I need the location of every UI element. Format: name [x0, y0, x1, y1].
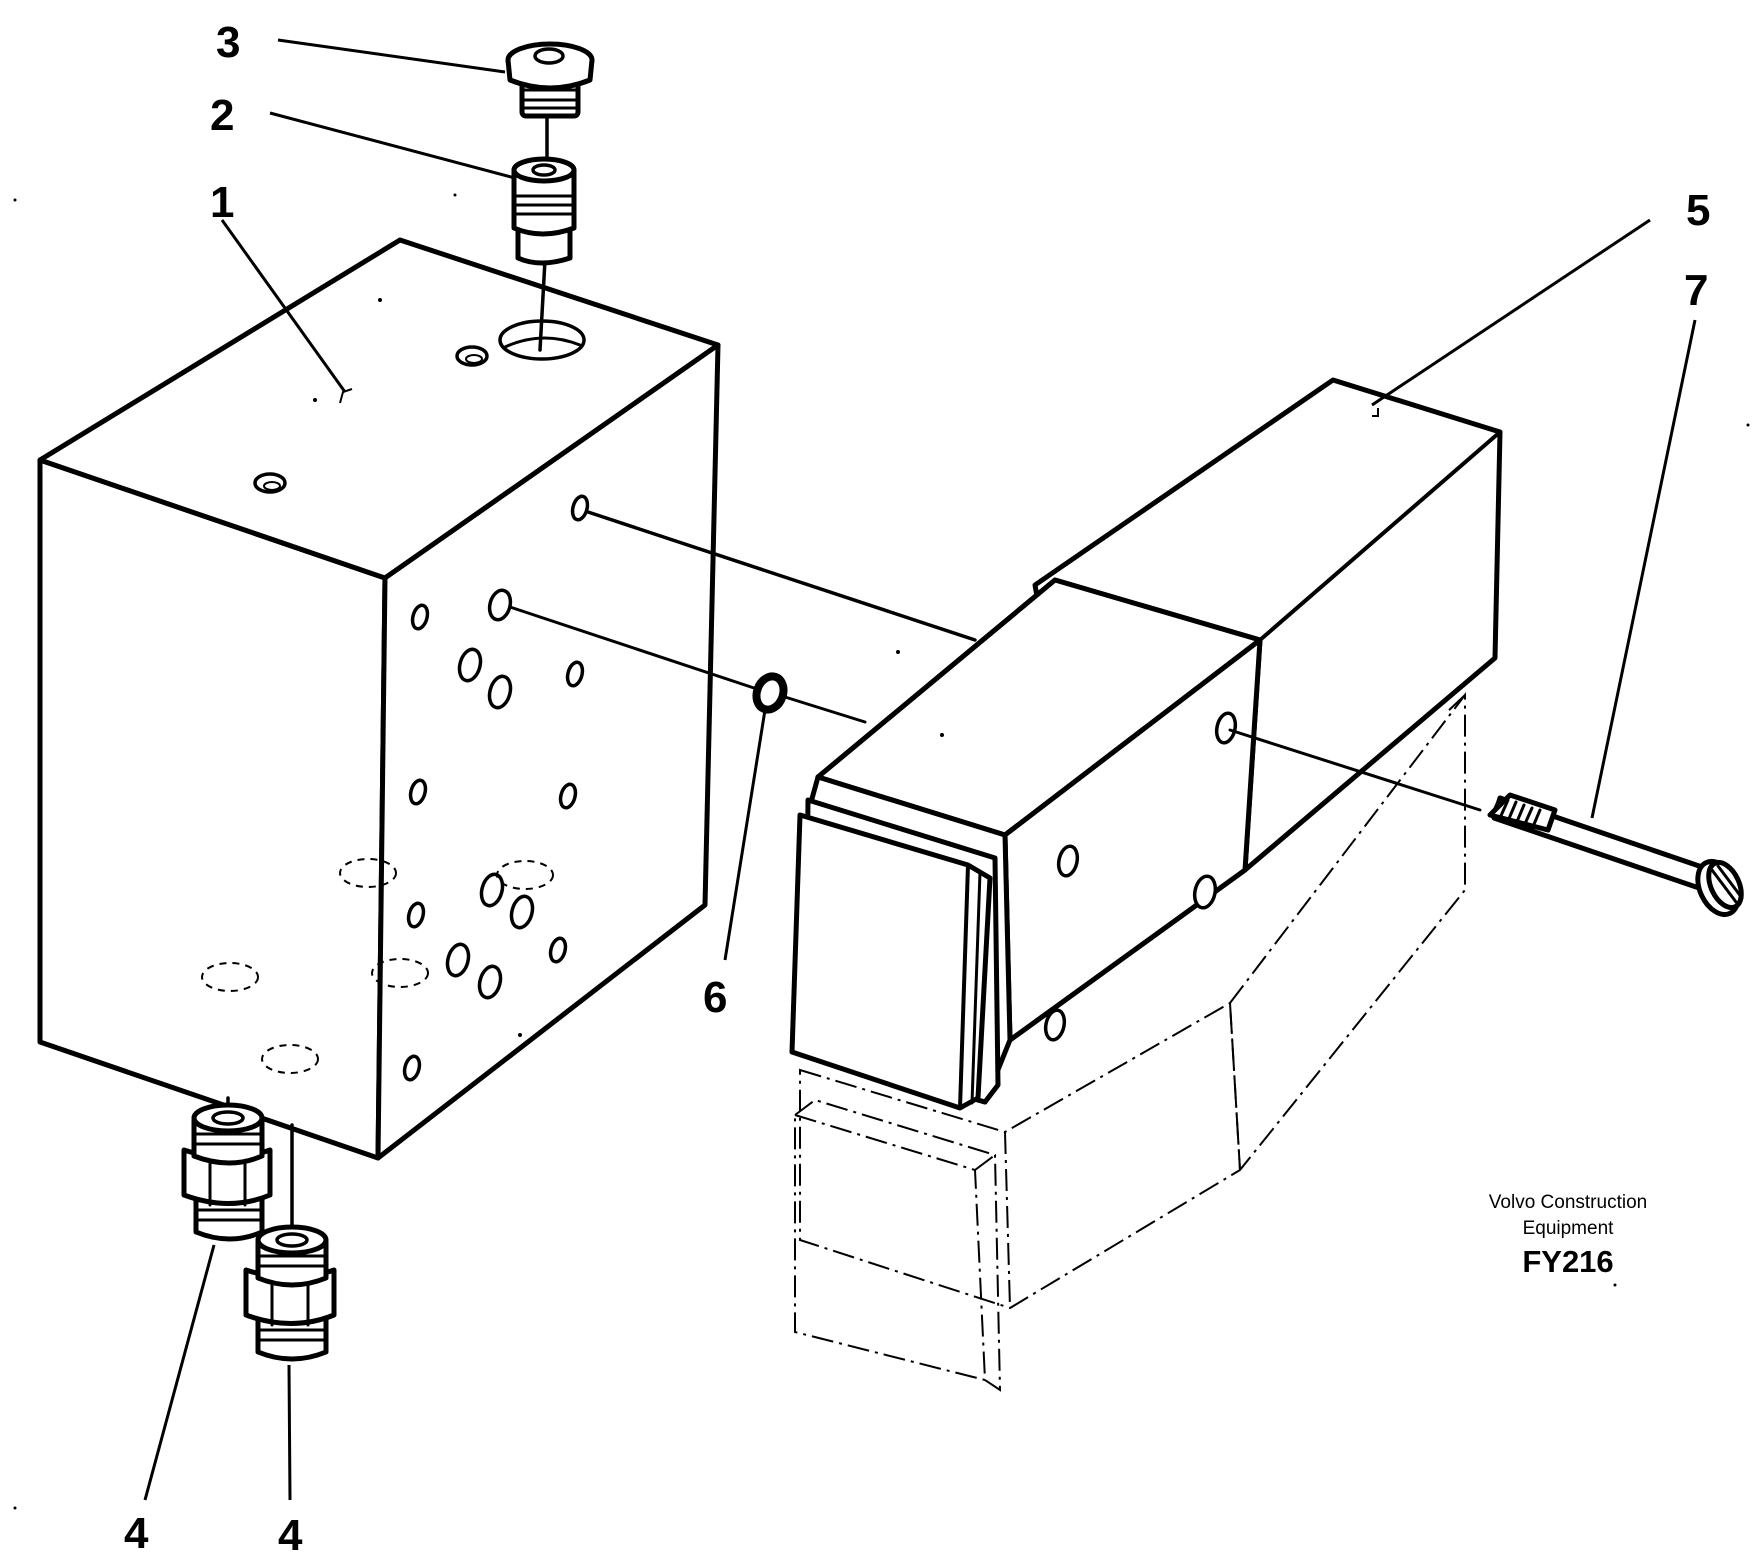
leader-lines	[143, 38, 1697, 1501]
o-ring	[752, 672, 788, 714]
caption-brand-line1: Volvo Construction	[1489, 1192, 1647, 1213]
plug	[505, 41, 595, 119]
callout-1: 1	[210, 178, 234, 227]
solenoid-valve	[789, 377, 1503, 1111]
callout-5: 5	[1686, 186, 1710, 235]
screw	[1487, 792, 1744, 917]
caption: Volvo Construction Equipment FY216	[1489, 1192, 1647, 1279]
caption-figure-code: FY216	[1522, 1244, 1613, 1279]
fitting-left	[181, 1102, 273, 1242]
callouts: 3 2 1 5 7 6 4 4	[124, 18, 1710, 1558]
valve-block	[37, 237, 721, 1161]
caption-brand-line2: Equipment	[1523, 1218, 1615, 1239]
cartridge	[511, 156, 577, 266]
callout-6: 6	[703, 973, 727, 1022]
callout-4-right: 4	[278, 1511, 303, 1558]
callout-2: 2	[210, 91, 234, 140]
fitting-right	[243, 1224, 337, 1362]
phantom-second-solenoid	[794, 692, 1466, 1392]
callout-7: 7	[1684, 266, 1708, 315]
scan-specks	[13, 193, 1750, 1510]
callout-3: 3	[216, 18, 240, 67]
callout-4-left: 4	[124, 1509, 149, 1558]
